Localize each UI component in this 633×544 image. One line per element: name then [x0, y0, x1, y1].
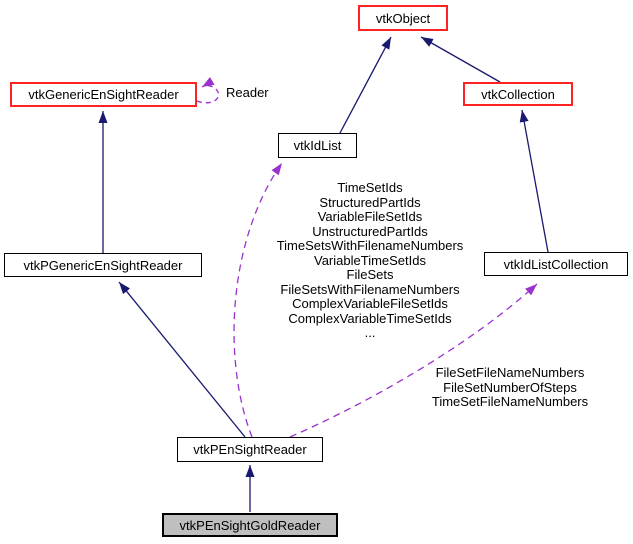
edge-label-reader: Reader [226, 85, 269, 100]
node-vtkidlistcollection[interactable]: vtkIdListCollection [484, 252, 628, 276]
edge-label-idlist-members: TimeSetIds StructuredPartIds VariableFil… [276, 180, 464, 340]
edge-inheritance-collection-object [420, 36, 501, 83]
edge-inheritance-pensightreader-pgenericensightreader [118, 281, 246, 438]
node-vtkpensightgoldreader: vtkPEnSightGoldReader [162, 513, 338, 537]
edge-label-idlistcollection-members: FileSetFileNameNumbers FileSetNumberOfSt… [431, 365, 589, 409]
edge-inheritance-idlistcollection-collection [519, 109, 549, 253]
node-vtkpensightreader[interactable]: vtkPEnSightReader [177, 437, 323, 462]
node-vtkpgenericensightreader[interactable]: vtkPGenericEnSightReader [4, 253, 202, 277]
node-vtkobject[interactable]: vtkObject [358, 5, 448, 31]
edge-inheritance-idlist-object [339, 36, 392, 134]
node-vtkgenericensightreader[interactable]: vtkGenericEnSightReader [10, 82, 197, 107]
node-vtkcollection[interactable]: vtkCollection [463, 82, 573, 106]
node-vtkidlist[interactable]: vtkIdList [278, 133, 357, 158]
edge-usage-genericensightreader-self-reader [196, 76, 220, 104]
edge-usage-pensightreader-idlistcollection [289, 283, 538, 438]
